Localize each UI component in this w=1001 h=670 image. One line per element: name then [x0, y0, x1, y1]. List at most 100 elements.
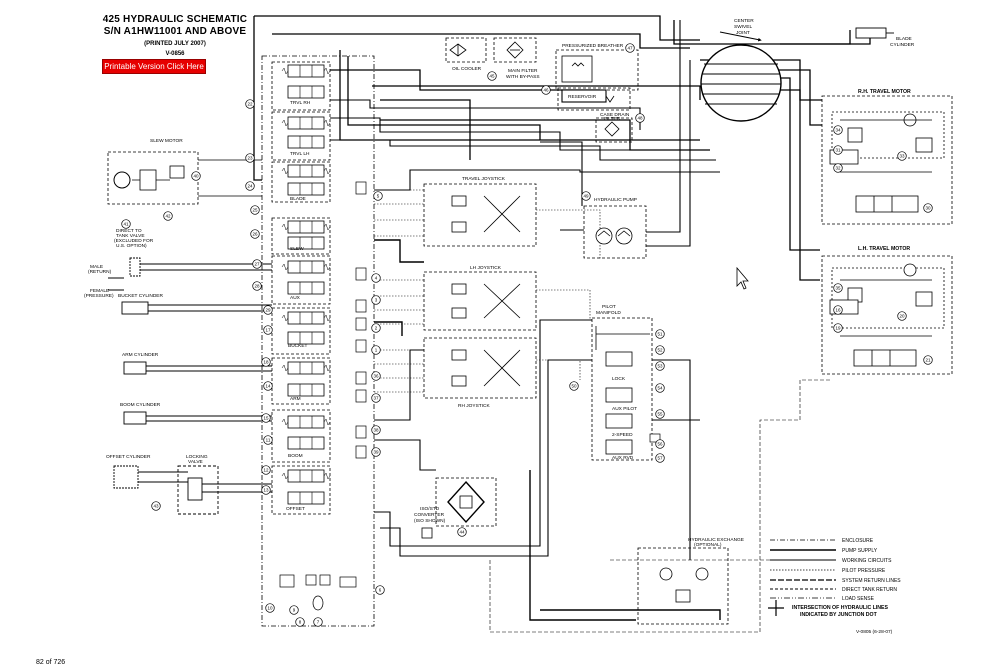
callout-number: 48 [637, 116, 643, 121]
iso-std-converter [421, 477, 497, 539]
callout-circle [263, 435, 273, 445]
blade-cylinder [855, 27, 894, 39]
callout-circle [923, 203, 933, 213]
hydraulic-pump [583, 205, 647, 259]
callout-number: 5 [377, 194, 380, 199]
iso-label-1: ISO/STD [420, 506, 440, 512]
arm-cylinder-label: ARM CYLINDER [122, 352, 159, 358]
document-revision-code: V-0805 (6-28-07) [856, 629, 893, 635]
center-joint-label-2: SWIVEL [734, 24, 752, 30]
callout-circle [245, 99, 255, 109]
callout-circle [655, 439, 665, 449]
callout-number: 13 [263, 488, 269, 493]
callout-number: 44 [459, 530, 465, 535]
travel-joystick [423, 183, 537, 247]
callout-circle [263, 325, 273, 335]
bucket-cylinder-label: BUCKET CYLINDER [118, 293, 163, 299]
blade-cylinder-label-2: CYLINDER [890, 42, 915, 48]
callout-number: 34 [835, 128, 841, 133]
callout-circle [263, 305, 273, 315]
legend-junction-line-1: INTERSECTION OF HYDRAULIC LINES [792, 605, 889, 611]
mouse-cursor-icon [736, 266, 749, 290]
callout-number: 36 [373, 374, 379, 379]
callout-circle [833, 305, 843, 315]
center-swivel-joint [700, 44, 782, 122]
callout-number: 8 [299, 620, 302, 625]
callout-circle [635, 113, 645, 123]
title-line-2: S/N A1HW11001 AND ABOVE [103, 26, 247, 37]
pilot-label-2-speed: 2-SPEED [612, 432, 633, 438]
callout-number: 12 [263, 468, 269, 473]
slew-motor [107, 151, 262, 205]
printed-date: (PRINTED JULY 2007) [144, 41, 206, 47]
locking-valve [177, 465, 219, 515]
callout-circle [655, 409, 665, 419]
callout-circle [655, 383, 665, 393]
center-joint-label-3: JOINT [736, 30, 750, 36]
bucket-cylinder [121, 301, 149, 315]
callout-circle [289, 605, 299, 615]
section-label-trvl-rh: TRVL RH [290, 100, 311, 106]
iso-label-3: (ISO SHOWN) [414, 518, 446, 524]
callout-circle [250, 205, 260, 215]
legend-item-pilot-pressure: PILOT PRESSURE [842, 568, 886, 574]
callout-number: 29 [265, 308, 271, 313]
callout-number: 20 [899, 314, 905, 319]
callout-circle [371, 345, 381, 355]
callout-number: 42 [165, 214, 171, 219]
section-label-slew: SLEW [290, 246, 304, 252]
callout-circle [252, 281, 262, 291]
callout-circle [655, 361, 665, 371]
callout-number: 55 [657, 412, 663, 417]
callout-number: 53 [657, 364, 663, 369]
callout-number: 6 [379, 588, 382, 593]
callout-number: 11 [266, 438, 271, 443]
callout-number: 22 [247, 102, 253, 107]
callout-circle [261, 413, 271, 423]
section-label-aux: AUX [290, 295, 301, 301]
callout-number: 24 [247, 184, 253, 189]
pressurized-breather-label: PRESSURIZED BREATHER [562, 43, 624, 49]
legend-item-load-sense: LOAD SENSE [842, 596, 875, 602]
callout-number: 19 [835, 326, 841, 331]
callout-number: 9 [293, 608, 296, 613]
callout-number: 38 [373, 428, 379, 433]
callout-circle [833, 163, 843, 173]
callout-number: 43 [153, 504, 159, 509]
oil-cooler-label: OIL COOLER [452, 66, 482, 72]
boom-cylinder [123, 411, 147, 425]
callout-circle [371, 371, 381, 381]
callout-circle [655, 345, 665, 355]
callout-number: 56 [657, 442, 663, 447]
callout-circle [833, 323, 843, 333]
callout-circle [261, 485, 271, 495]
callout-number: 27 [254, 262, 260, 267]
line-legend [768, 539, 836, 616]
blade-cylinder-label-1: BLADE [896, 36, 912, 42]
callout-circle [265, 603, 275, 613]
callout-number: 2 [375, 326, 378, 331]
pilot-manifold [591, 317, 653, 461]
callout-number: 40 [193, 174, 199, 179]
system-return-lines [253, 15, 871, 281]
callout-number: 26 [252, 232, 258, 237]
section-label-arm: ARM [290, 396, 301, 402]
callout-number: 52 [657, 348, 663, 353]
legend-item-direct-tank-return: DIRECT TANK RETURN [842, 587, 897, 593]
legend-item-system-return: SYSTEM RETURN LINES [842, 578, 901, 584]
callout-bubbles: 3431323330351619202122232425262728291718… [121, 43, 933, 627]
callout-number: 17 [265, 328, 271, 333]
callout-circle [371, 295, 381, 305]
callout-circle [833, 125, 843, 135]
callout-number: 3 [375, 298, 378, 303]
hydraulic-exchange-label-1: HYDRAULIC EXCHANGE [688, 537, 744, 543]
printable-version-button[interactable]: Printable Version Click Here [102, 59, 206, 74]
hydraulic-exchange [637, 547, 729, 625]
callout-circle [313, 617, 323, 627]
callout-circle [541, 85, 551, 95]
callout-circle [163, 211, 173, 221]
callout-number: 35 [835, 286, 841, 291]
callout-circle [655, 453, 665, 463]
slew-motor-label: SLEW MOTOR [150, 138, 183, 144]
callout-number: 54 [657, 386, 663, 391]
